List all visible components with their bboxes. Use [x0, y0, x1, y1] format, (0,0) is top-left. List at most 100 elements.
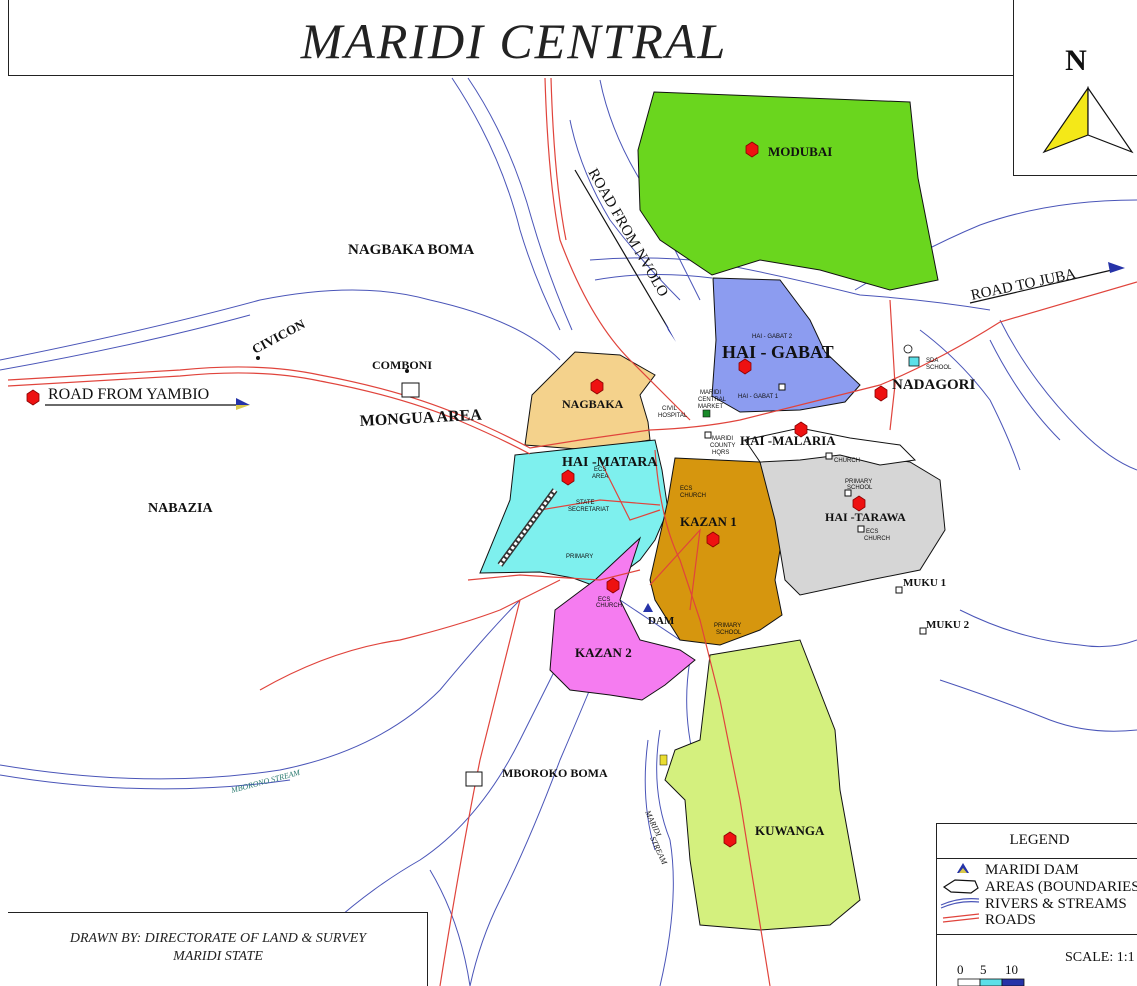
label-hai-gabat-2: HAI - GABAT 2	[752, 334, 793, 340]
hexagon-marker-icon	[738, 358, 752, 375]
label-hospital-2: HOSPITAL	[658, 413, 688, 419]
road	[889, 299, 896, 431]
legend-item-rivers: RIVERS & STREAMS	[985, 896, 1127, 912]
label-county-hqs-1: MARIDI	[712, 436, 733, 442]
river	[0, 774, 291, 790]
page-title: MARIDI CENTRAL	[300, 13, 728, 69]
label-road-from-yambio: ROAD FROM YAMBIO	[48, 386, 209, 403]
label-primary-kazan1: PRIMARY	[714, 623, 741, 629]
dam-triangle-icon	[957, 863, 969, 873]
label-state-secretariat-2: SECRETARIAT	[568, 507, 609, 513]
label-muku-1: MUKU 1	[903, 577, 946, 589]
label-market-1: MARIDI	[700, 390, 721, 396]
label-county-hqs-3: HQRS	[712, 450, 729, 456]
river	[656, 729, 674, 986]
label-dam: DAM	[648, 615, 675, 627]
river	[451, 77, 561, 331]
label-kuwanga: KUWANGA	[755, 823, 825, 838]
label-school-tarawa: SCHOOL	[847, 485, 873, 491]
legend-item-areas: AREAS (BOUNDARIES	[985, 879, 1137, 895]
road	[539, 499, 661, 511]
scale-tick-5: 5	[980, 962, 987, 977]
label-maridi-stream-b: STREAM	[648, 835, 669, 867]
building-icon	[919, 627, 927, 635]
hexagon-marker-icon	[561, 469, 575, 486]
civicon-dot-icon	[256, 356, 260, 360]
road	[550, 77, 567, 241]
label-hai-tarawa: HAI -TARAWA	[825, 510, 906, 524]
label-hai-gabat-1: HAI - GABAT 1	[738, 394, 779, 400]
markers-layer	[26, 141, 888, 848]
hexagon-marker-icon	[606, 577, 620, 594]
label-ecs-area-2: AREA	[592, 474, 608, 480]
label-church-kazan2: CHURCH	[596, 603, 622, 609]
river	[589, 257, 991, 311]
label-market-2: CENTRAL	[698, 397, 727, 403]
river	[594, 273, 713, 281]
scale-tick-0: 0	[957, 962, 964, 977]
north-arrow-icon	[1042, 86, 1134, 154]
area-modubai	[637, 91, 939, 291]
label-maridi-stream-a: MARIDI	[643, 808, 663, 838]
label-nadagori: NADAGORI	[892, 377, 975, 393]
river	[959, 609, 1137, 648]
building-icon	[778, 383, 786, 391]
label-church-malaria: CHURCH	[834, 458, 860, 464]
credit-line-1: DRAWN BY: DIRECTORATE OF LAND & SURVEY	[69, 931, 367, 946]
credit-line-2: MARIDI STATE	[173, 949, 263, 964]
road	[599, 459, 661, 521]
label-school-kazan1: SCHOOL	[716, 630, 742, 636]
label-road-to-juba: ROAD TO JUBA	[970, 266, 1078, 304]
river	[0, 599, 521, 780]
market-icon	[702, 409, 711, 418]
label-ecs-church-kazan2: ECS	[598, 597, 610, 603]
label-church-tarawa: CHURCH	[864, 536, 890, 542]
river	[0, 289, 561, 361]
label-ecs-church-kazan1: ECS	[680, 486, 692, 492]
building-icon	[825, 452, 833, 460]
airstrip	[497, 488, 558, 567]
road	[7, 372, 531, 455]
river	[919, 329, 1021, 471]
hexagon-marker-icon	[706, 531, 720, 548]
river	[0, 314, 251, 371]
label-mboroko-boma: MBOROKO BOMA	[502, 766, 608, 780]
building-icon	[844, 489, 852, 497]
label-kazan-1: KAZAN 1	[680, 514, 737, 529]
river	[644, 739, 656, 851]
river	[469, 639, 611, 986]
comboni-dot-icon	[405, 369, 409, 373]
label-primary-tarawa: PRIMARY	[845, 479, 872, 485]
area-hai-malaria	[744, 427, 917, 466]
label-nagbaka-boma: NAGBAKA BOMA	[348, 242, 474, 258]
legend-divider	[937, 934, 1137, 935]
road	[439, 599, 521, 986]
area-kuwanga	[664, 639, 861, 931]
marker-icon	[659, 754, 668, 766]
roads-layer	[7, 77, 1137, 986]
scale-label: SCALE: 1:1	[1065, 950, 1135, 965]
hexagon-marker-icon	[745, 141, 759, 158]
building-icon	[895, 586, 903, 594]
road-lines-icon	[942, 913, 980, 923]
road	[654, 449, 771, 986]
label-primary-matara: PRIMARY	[566, 554, 593, 560]
label-hai-gabat: HAI - GABAT	[722, 342, 834, 362]
label-sda-school-2: SCHOOL	[926, 365, 952, 371]
road	[544, 77, 691, 421]
area-kazan-2	[549, 536, 696, 701]
river	[429, 869, 471, 986]
label-nabazia: NABAZIA	[148, 501, 213, 516]
label-modubai: MODUBAI	[768, 144, 832, 159]
hexagon-marker-icon	[794, 421, 808, 438]
hexagon-marker-icon	[590, 378, 604, 395]
area-hai-gabat	[711, 277, 861, 413]
label-church-kazan1: CHURCH	[680, 493, 706, 499]
legend-divider	[937, 858, 1137, 859]
dam-icon	[643, 603, 653, 612]
scale-tick-10: 10	[1005, 962, 1018, 977]
title-frame: MARIDI CENTRAL	[8, 0, 1137, 76]
label-ecs-church-tarawa: ECS	[866, 529, 878, 535]
